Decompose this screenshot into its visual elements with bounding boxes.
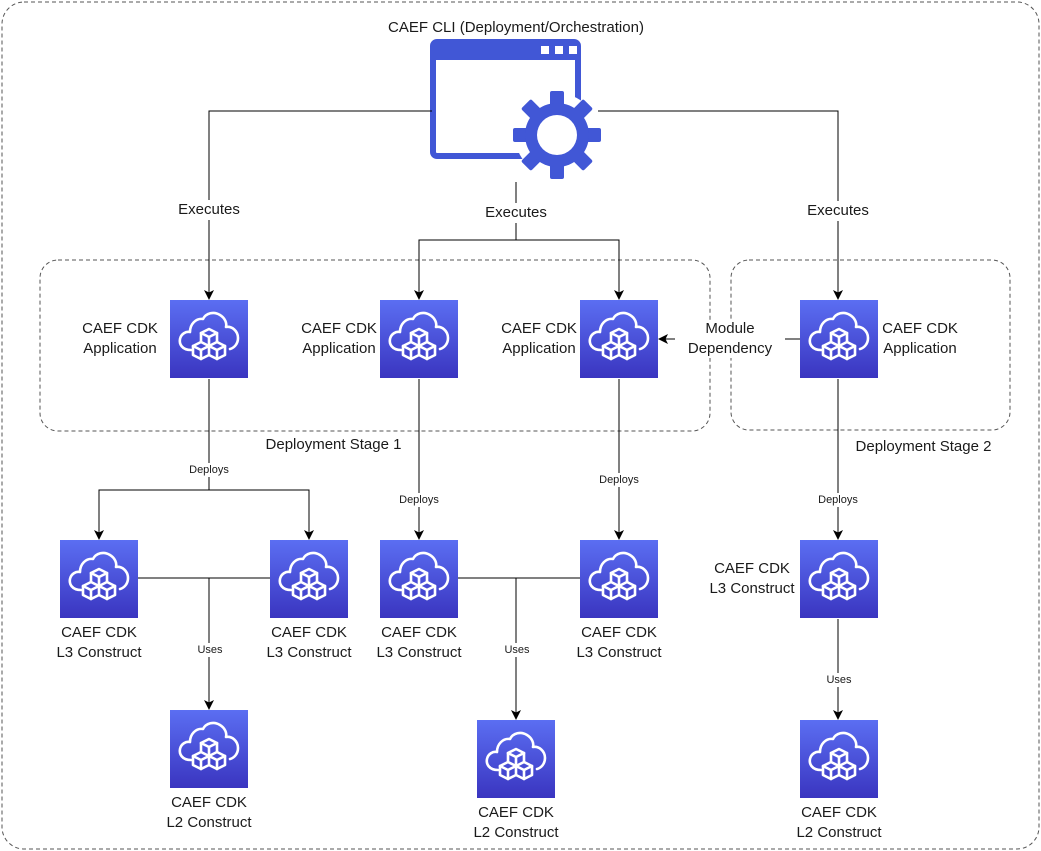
l2-construct-3-icon (800, 720, 878, 798)
cli-title: CAEF CLI (Deployment/Orchestration) (388, 19, 644, 36)
deploys-label-1: Deploys (189, 464, 229, 476)
l3-construct-4-icon (580, 540, 658, 618)
edge-cli-app4 (598, 110, 843, 300)
l3-construct-5-label: CAEF CDK L3 Construct (709, 560, 795, 597)
l2-construct-2-icon (477, 720, 555, 798)
module-dependency-label: Module Dependency (687, 320, 773, 357)
app-1-icon (170, 300, 248, 378)
app-4-icon (800, 300, 878, 378)
l3-construct-5-icon (800, 540, 878, 618)
deployment-stage-1-label: Deployment Stage 1 (265, 436, 402, 453)
l3-construct-3-label: CAEF CDK L3 Construct (376, 624, 462, 661)
edge-app1-deploys (94, 379, 210, 540)
executes-label-2: Executes (485, 204, 547, 221)
edge-app1-deploys-b (209, 489, 314, 540)
edge-cli-app2 (414, 239, 516, 300)
uses-label-1: Uses (197, 644, 223, 656)
deploys-label-3: Deploys (599, 474, 639, 486)
app-2-label: CAEF CDK Application (301, 320, 377, 357)
app-2-icon (380, 300, 458, 378)
deploys-label-4: Deploys (818, 494, 858, 506)
uses-label-2: Uses (504, 644, 530, 656)
executes-label-3: Executes (807, 202, 869, 219)
deploys-label-2: Deploys (399, 494, 439, 506)
l2-construct-3-label: CAEF CDK L2 Construct (796, 804, 882, 841)
l3-construct-4-label: CAEF CDK L3 Construct (576, 624, 662, 661)
l2-construct-1-label: CAEF CDK L2 Construct (166, 794, 252, 831)
app-3-icon (580, 300, 658, 378)
app-3-label: CAEF CDK Application (501, 320, 577, 357)
l3-construct-1-icon (60, 540, 138, 618)
edge-cli-app3 (516, 239, 624, 300)
l3-construct-1-label: CAEF CDK L3 Construct (56, 624, 142, 661)
l2-construct-2-label: CAEF CDK L2 Construct (473, 804, 559, 841)
executes-label-1: Executes (178, 201, 240, 218)
uses-label-3: Uses (826, 674, 852, 686)
window-gear-icon (430, 39, 601, 179)
l3-construct-2-icon (270, 540, 348, 618)
deployment-stage-2-label: Deployment Stage 2 (855, 438, 992, 455)
app-1-label: CAEF CDK Application (82, 320, 158, 357)
app-4-label: CAEF CDK Application (882, 320, 958, 357)
l3-construct-2-label: CAEF CDK L3 Construct (266, 624, 352, 661)
edge-cli-app1 (204, 110, 432, 300)
l2-construct-1-icon (170, 710, 248, 788)
l3-construct-3-icon (380, 540, 458, 618)
